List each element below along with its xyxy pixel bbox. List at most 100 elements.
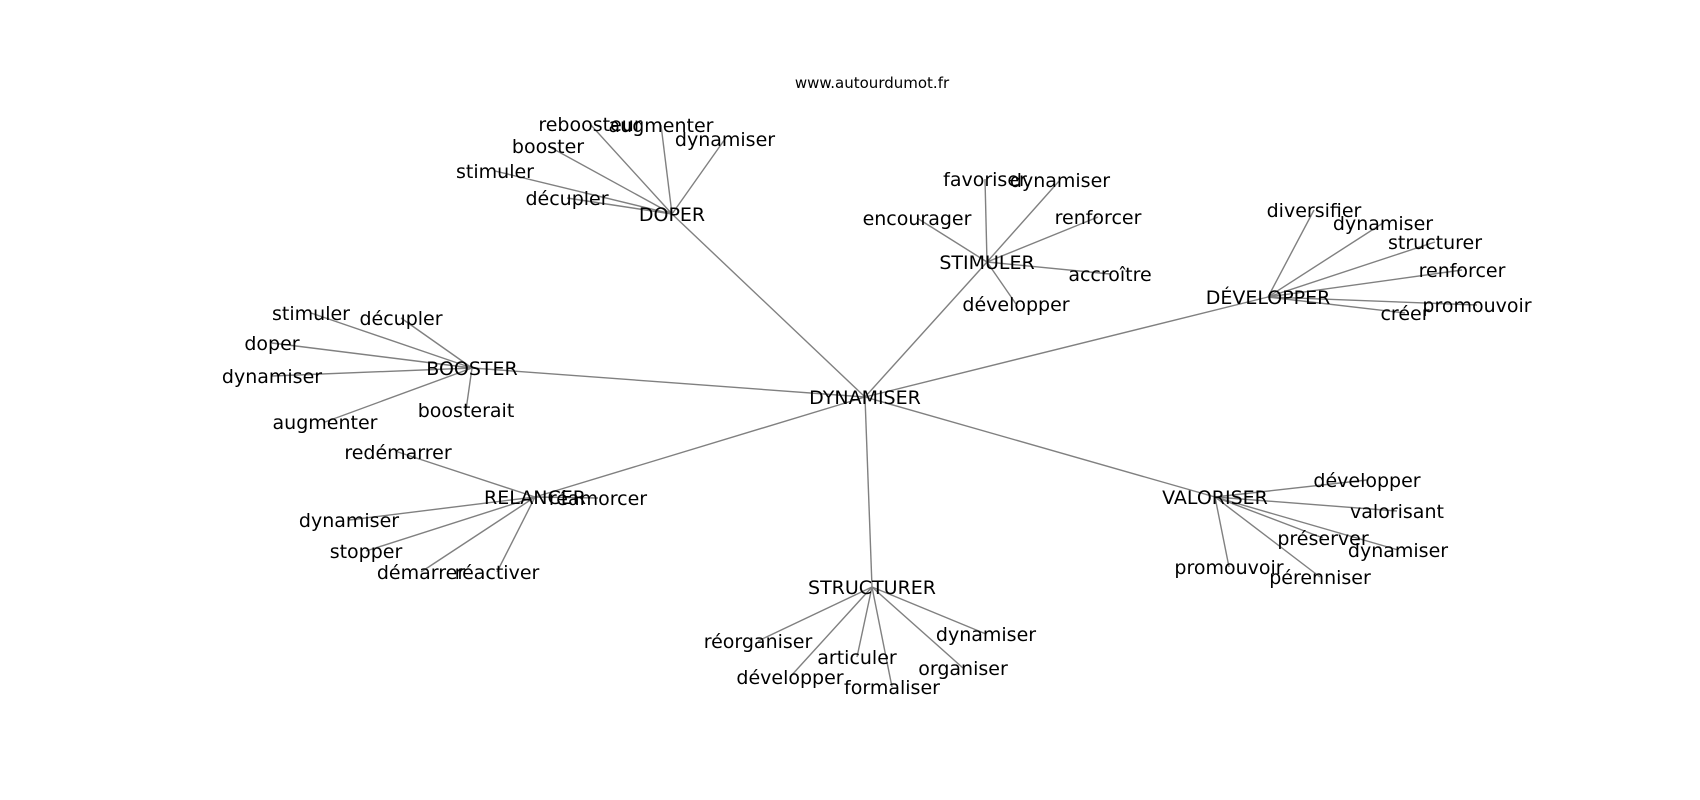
- edge-center-to-hub: [864, 296, 1269, 398]
- related-word[interactable]: stimuler: [272, 303, 350, 325]
- edge-hub-to-word: [348, 496, 536, 521]
- hub-word[interactable]: DOPER: [639, 204, 705, 226]
- related-word[interactable]: encourager: [863, 208, 972, 230]
- edge-hub-to-word: [1214, 496, 1324, 539]
- edge-hub-to-word: [916, 217, 988, 263]
- related-word[interactable]: augmenter: [609, 115, 714, 137]
- edge-hub-to-word: [465, 367, 473, 411]
- related-word[interactable]: dynamiser: [675, 129, 775, 151]
- edge-hub-to-word: [871, 586, 964, 669]
- related-word[interactable]: développer: [962, 294, 1069, 316]
- related-word[interactable]: augmenter: [273, 412, 378, 434]
- related-word[interactable]: dynamiser: [1348, 540, 1448, 562]
- edge-hub-to-word: [400, 317, 473, 369]
- related-word[interactable]: préserver: [1277, 528, 1368, 550]
- related-word[interactable]: diversifier: [1267, 200, 1362, 222]
- related-word[interactable]: stopper: [330, 541, 403, 563]
- edge-hub-to-word: [986, 261, 1111, 275]
- edge-hub-to-word: [1214, 496, 1230, 568]
- related-word[interactable]: promouvoir: [1174, 557, 1283, 579]
- related-word[interactable]: accroître: [1068, 264, 1151, 286]
- related-word[interactable]: favoriser: [943, 169, 1027, 191]
- related-word[interactable]: organiser: [918, 658, 1008, 680]
- related-word[interactable]: dynamiser: [1333, 213, 1433, 235]
- related-word[interactable]: reboosteur: [538, 114, 641, 136]
- edges: [271, 123, 1478, 688]
- edge-hub-to-word: [547, 145, 673, 215]
- edge-hub-to-word: [496, 496, 536, 573]
- edge-hub-to-word: [856, 586, 873, 658]
- edge-hub-to-word: [324, 367, 473, 423]
- related-word[interactable]: articuler: [817, 647, 897, 669]
- edge-hub-to-word: [789, 586, 873, 678]
- related-word[interactable]: renforcer: [1055, 207, 1142, 229]
- related-word[interactable]: booster: [512, 136, 584, 158]
- edge-hub-to-word: [494, 170, 673, 215]
- edge-hub-to-word: [986, 179, 1061, 263]
- related-word[interactable]: démarrer: [377, 562, 465, 584]
- related-word[interactable]: formaliser: [844, 677, 940, 699]
- edge-hub-to-word: [1267, 296, 1406, 314]
- edge-hub-to-word: [310, 312, 473, 369]
- edge-hub-to-word: [986, 216, 1099, 263]
- edge-hub-to-word: [365, 496, 536, 552]
- hub-word[interactable]: DÉVELOPPER: [1206, 286, 1331, 309]
- edge-center-to-hub: [471, 367, 866, 398]
- related-word[interactable]: promouvoir: [1422, 295, 1531, 317]
- edge-hub-to-word: [1214, 496, 1398, 512]
- related-word[interactable]: dynamiser: [936, 624, 1036, 646]
- related-word[interactable]: développer: [1313, 470, 1420, 492]
- related-word[interactable]: créer: [1380, 303, 1429, 325]
- edge-center-to-hub: [864, 396, 1216, 498]
- edge-hub-to-word: [1214, 496, 1399, 551]
- edge-hub-to-word: [1214, 496, 1321, 578]
- edge-hub-to-word: [1214, 479, 1368, 498]
- related-word[interactable]: renforcer: [1419, 260, 1506, 282]
- related-word[interactable]: dynamiser: [1010, 170, 1110, 192]
- related-word[interactable]: redémarrer: [344, 442, 452, 464]
- edge-hub-to-word: [420, 496, 536, 573]
- edge-center-to-hub: [671, 213, 866, 398]
- related-word[interactable]: développer: [736, 667, 843, 689]
- edge-center-to-hub: [534, 396, 866, 498]
- hub-word[interactable]: STRUCTURER: [808, 577, 936, 599]
- edge-hub-to-word: [589, 123, 673, 215]
- edge-hub-to-word: [1267, 269, 1463, 298]
- edge-center-to-hub: [864, 261, 988, 398]
- related-word[interactable]: réorganiser: [704, 631, 813, 653]
- edge-hub-to-word: [871, 586, 893, 688]
- edge-hub-to-word: [757, 586, 873, 642]
- edge-hub-to-word: [1267, 241, 1436, 298]
- edge-hub-to-word: [534, 496, 599, 499]
- related-word[interactable]: réactiver: [455, 562, 540, 584]
- hub-word[interactable]: VALORISER: [1162, 487, 1268, 509]
- edge-hub-to-word: [1267, 209, 1315, 298]
- edge-center-to-hub: [864, 396, 873, 588]
- related-word[interactable]: structurer: [1388, 232, 1482, 254]
- edge-hub-to-word: [1267, 222, 1384, 298]
- related-word[interactable]: réamorcer: [549, 488, 647, 510]
- edge-hub-to-word: [271, 367, 473, 377]
- labels: DYNAMISERDOPERreboosteuraugmenterdynamis…: [222, 114, 1532, 699]
- edge-hub-to-word: [566, 197, 673, 215]
- edge-hub-to-word: [660, 124, 673, 215]
- edge-hub-to-word: [271, 342, 473, 369]
- edge-hub-to-word: [986, 261, 1017, 305]
- related-word[interactable]: boosterait: [418, 400, 515, 422]
- related-word[interactable]: pérenniser: [1269, 567, 1371, 589]
- related-word[interactable]: décupler: [525, 188, 608, 210]
- related-word[interactable]: valorisant: [1350, 501, 1444, 523]
- hub-word[interactable]: BOOSTER: [426, 358, 517, 380]
- related-word[interactable]: dynamiser: [299, 510, 399, 532]
- center-word[interactable]: DYNAMISER: [809, 387, 921, 409]
- hub-word[interactable]: STIMULER: [939, 252, 1034, 274]
- edge-hub-to-word: [397, 451, 536, 498]
- related-word[interactable]: doper: [244, 333, 299, 355]
- hub-word[interactable]: RELANCER: [484, 487, 586, 509]
- edge-hub-to-word: [671, 138, 726, 215]
- related-word[interactable]: décupler: [359, 308, 442, 330]
- related-word[interactable]: stimuler: [456, 161, 534, 183]
- related-word[interactable]: dynamiser: [222, 366, 322, 388]
- source-label: www.autourdumot.fr: [795, 74, 950, 92]
